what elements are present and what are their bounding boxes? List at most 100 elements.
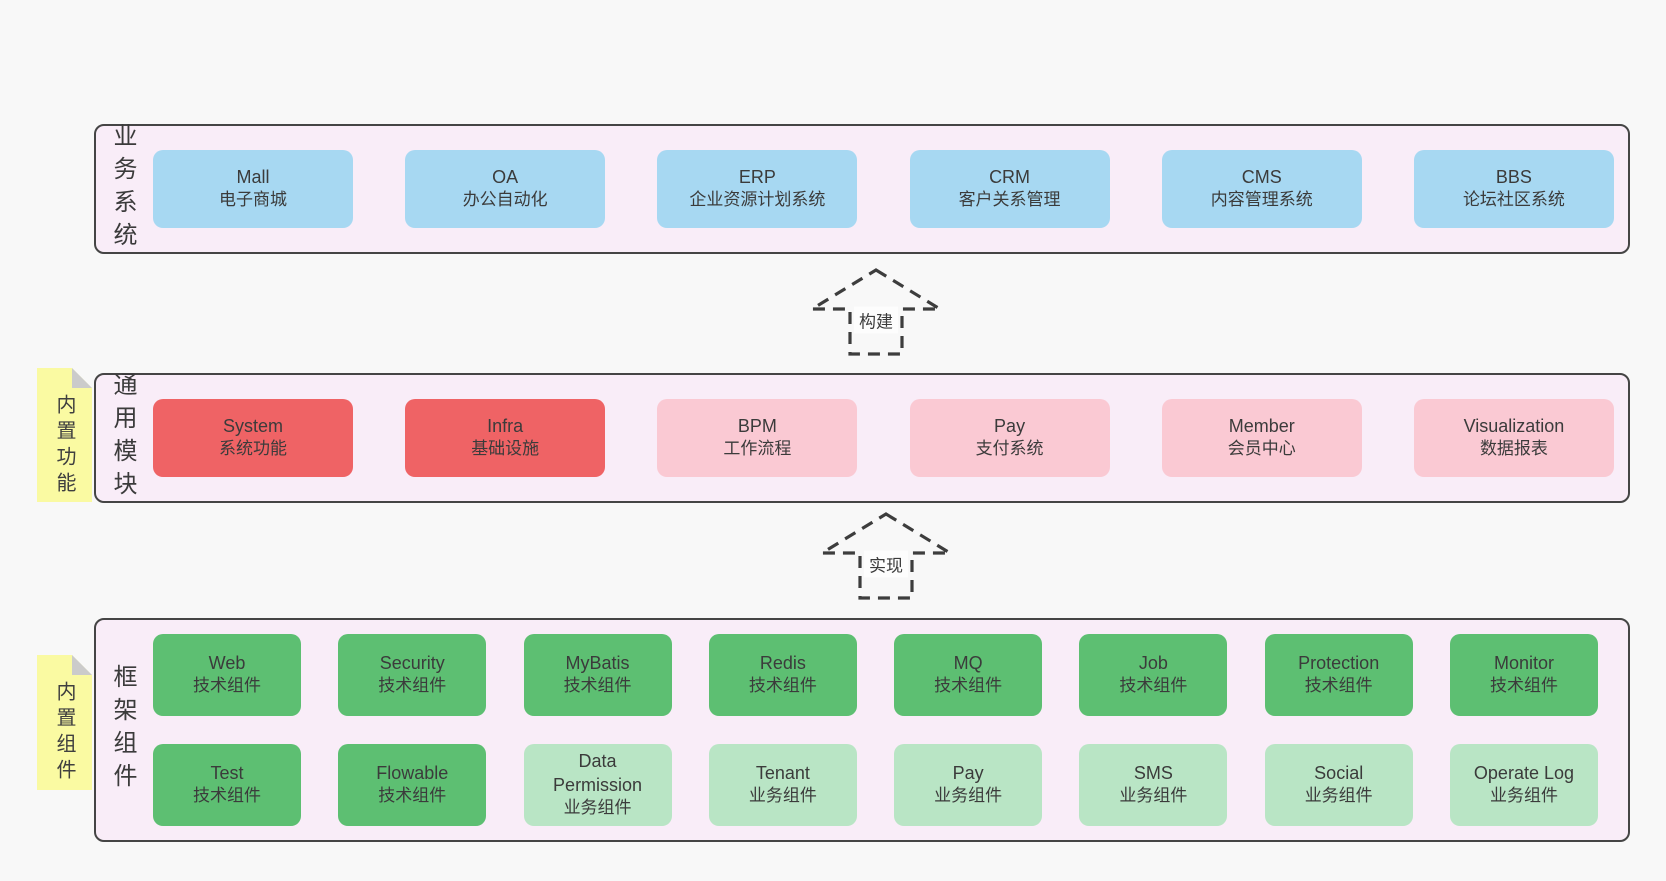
box-subtitle: 技术组件 [1119, 676, 1188, 696]
diagram-box: BBS 论坛社区系统 [1413, 150, 1614, 228]
box-title: Web [208, 652, 246, 673]
box-title: CRM [989, 166, 1031, 187]
box-title: CMS [1241, 166, 1282, 187]
business-box-row: Mall 电子商城 OA 办公自动化 ERP 企业资源计划系统 CRM 客户关系… [153, 126, 1614, 252]
diagram-box: Visualization 数据报表 [1413, 399, 1614, 477]
box-title: Member [1228, 415, 1295, 436]
diagram-box: Social 业务组件 [1264, 744, 1413, 826]
box-subtitle: 技术组件 [193, 786, 261, 806]
box-subtitle: 基础设施 [471, 439, 540, 459]
diagram-box: Flowable 技术组件 [338, 744, 487, 826]
folded-corner-icon [72, 655, 92, 675]
box-title: Operate Log [1473, 762, 1574, 783]
diagram-box: Monitor 技术组件 [1449, 634, 1598, 716]
diagram-box: OA 办公自动化 [405, 150, 606, 228]
box-subtitle: 系统功能 [219, 439, 287, 459]
box-title: BBS [1495, 166, 1532, 187]
box-subtitle: 工作流程 [723, 439, 792, 459]
box-title: Redis [759, 652, 806, 673]
box-title: Test [210, 762, 244, 783]
box-subtitle: 业务组件 [1304, 786, 1373, 806]
box-subtitle: 业务组件 [1119, 786, 1188, 806]
implement-arrow: 实现 [820, 512, 952, 600]
box-title: Pay [952, 762, 984, 783]
box-title: MQ [953, 652, 983, 673]
diagram-box: CRM 客户关系管理 [909, 150, 1110, 228]
box-subtitle: 业务组件 [1489, 786, 1558, 806]
panel-framework-components: 框架组件 Web 技术组件 Security 技术组件 MyBatis 技术组件… [94, 618, 1630, 842]
modules-box-row: System 系统功能 Infra 基础设施 BPM 工作流程 Pay 支付系统… [153, 375, 1614, 501]
box-subtitle: 会员中心 [1227, 439, 1296, 459]
box-title: Data Permission [553, 751, 643, 795]
diagram-box: BPM 工作流程 [657, 399, 858, 477]
diagram-box: Operate Log 业务组件 [1449, 744, 1598, 826]
diagram-box: Pay 支付系统 [909, 399, 1110, 477]
box-title: Security [379, 652, 445, 673]
diagram-box: Web 技术组件 [153, 634, 301, 716]
box-subtitle: 数据报表 [1479, 439, 1548, 459]
diagram-box: SMS 业务组件 [1079, 744, 1228, 826]
box-title: Pay [994, 415, 1026, 436]
box-title: ERP [738, 166, 776, 187]
diagram-box: Mall 电子商城 [153, 150, 353, 228]
box-title: MyBatis [565, 652, 630, 673]
box-subtitle: 技术组件 [378, 786, 447, 806]
box-subtitle: 技术组件 [563, 676, 632, 696]
components-box-row-2: Test 技术组件 Flowable 技术组件 Data Permission … [153, 744, 1598, 826]
box-title: Visualization [1463, 415, 1565, 436]
diagram-box: MyBatis 技术组件 [523, 634, 672, 716]
box-title: Infra [487, 415, 524, 436]
diagram-box: System 系统功能 [153, 399, 353, 477]
box-title: Mall [236, 166, 270, 187]
diagram-box: MQ 技术组件 [894, 634, 1043, 716]
folded-corner-icon [72, 368, 92, 388]
diagram-box: Data Permission 业务组件 [523, 744, 672, 826]
panel-business-label: 业务系统 [109, 123, 136, 255]
diagram-box: Security 技术组件 [338, 634, 487, 716]
build-arrow: 构建 [810, 268, 942, 356]
box-subtitle: 内容管理系统 [1210, 190, 1313, 210]
box-subtitle: 技术组件 [934, 676, 1003, 696]
dashed-up-arrow-icon [810, 268, 942, 356]
box-title: Job [1138, 652, 1168, 673]
build-arrow-label: 构建 [854, 306, 898, 334]
box-title: SMS [1133, 762, 1173, 783]
diagram-box: Test 技术组件 [153, 744, 301, 826]
diagram-box: Job 技术组件 [1079, 634, 1228, 716]
panel-common-modules: 通用模块 System 系统功能 Infra 基础设施 BPM 工作流程 Pay… [94, 372, 1630, 504]
box-title: BPM [737, 415, 777, 436]
diagram-box: CMS 内容管理系统 [1161, 150, 1362, 228]
panel-modules-label: 通用模块 [109, 372, 136, 504]
box-subtitle: 技术组件 [193, 676, 261, 696]
box-title: Flowable [376, 762, 449, 783]
sticky-tag-built-in-features: 内置功能 [37, 368, 92, 502]
box-title: Protection [1298, 652, 1380, 673]
box-title: OA [492, 166, 519, 187]
box-subtitle: 业务组件 [563, 797, 632, 817]
implement-arrow-label: 实现 [864, 550, 908, 578]
panel-components-label: 框架组件 [109, 664, 136, 796]
box-title: System [222, 415, 283, 436]
diagram-box: Pay 业务组件 [894, 744, 1043, 826]
box-subtitle: 技术组件 [748, 676, 817, 696]
components-box-row-1: Web 技术组件 Security 技术组件 MyBatis 技术组件 Redi… [153, 634, 1598, 716]
diagram-box: Infra 基础设施 [405, 399, 606, 477]
box-subtitle: 业务组件 [934, 786, 1003, 806]
box-title: Monitor [1493, 652, 1554, 673]
box-subtitle: 技术组件 [1489, 676, 1558, 696]
box-subtitle: 业务组件 [748, 786, 817, 806]
diagram-box: Protection 技术组件 [1264, 634, 1413, 716]
box-title: Social [1314, 762, 1364, 783]
box-subtitle: 办公自动化 [462, 190, 548, 210]
diagram-box: Redis 技术组件 [708, 634, 857, 716]
sticky-tag-label: 内置组件 [53, 681, 75, 785]
panel-business-systems: 业务系统 Mall 电子商城 OA 办公自动化 ERP 企业资源计划系统 CRM… [94, 123, 1630, 255]
components-rows: Web 技术组件 Security 技术组件 MyBatis 技术组件 Redi… [153, 620, 1598, 840]
box-subtitle: 电子商城 [219, 190, 287, 210]
box-subtitle: 企业资源计划系统 [689, 190, 826, 210]
diagram-box: Tenant 业务组件 [708, 744, 857, 826]
dashed-up-arrow-icon [820, 512, 952, 600]
diagram-box: ERP 企业资源计划系统 [657, 150, 858, 228]
box-subtitle: 支付系统 [975, 439, 1044, 459]
